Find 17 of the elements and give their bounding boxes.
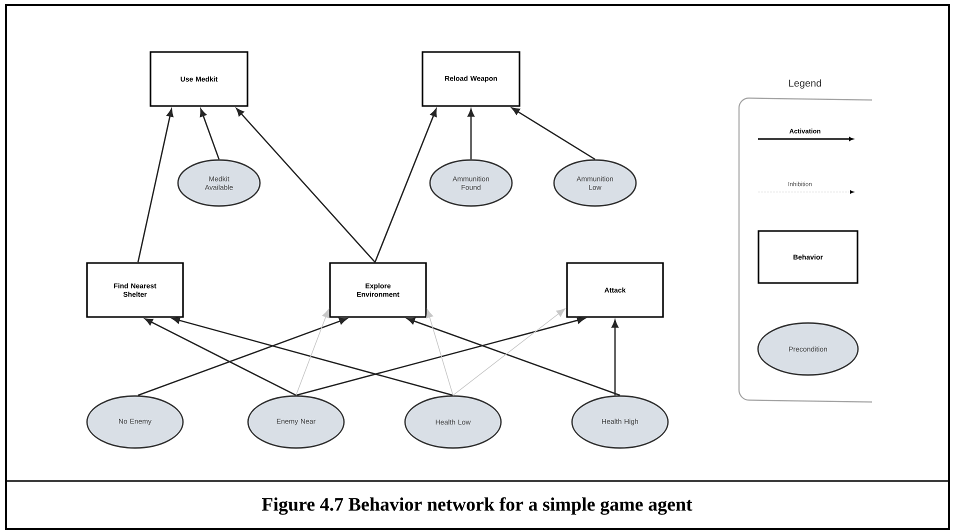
arrow xyxy=(406,318,620,396)
arrow xyxy=(612,320,618,396)
arrow xyxy=(296,316,586,396)
arrow xyxy=(468,108,474,160)
arrow xyxy=(374,108,437,262)
caption: Figure 4.7 Behavior network for a simple game agent xyxy=(262,497,692,515)
arrow xyxy=(296,308,330,396)
arrow xyxy=(452,308,566,396)
arrow xyxy=(200,108,220,160)
legend-heading: Legend xyxy=(789,79,822,89)
arrow xyxy=(426,308,454,396)
arrow xyxy=(236,108,376,263)
arrow xyxy=(137,108,174,262)
arrow xyxy=(172,316,454,396)
arrow xyxy=(512,108,596,160)
arrow xyxy=(138,318,348,396)
arrow xyxy=(144,318,296,396)
